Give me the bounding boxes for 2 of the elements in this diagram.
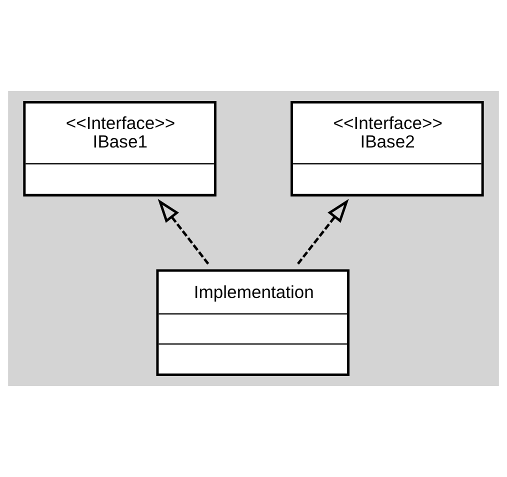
arrow bbox=[296, 198, 349, 265]
arrow bbox=[158, 198, 210, 265]
